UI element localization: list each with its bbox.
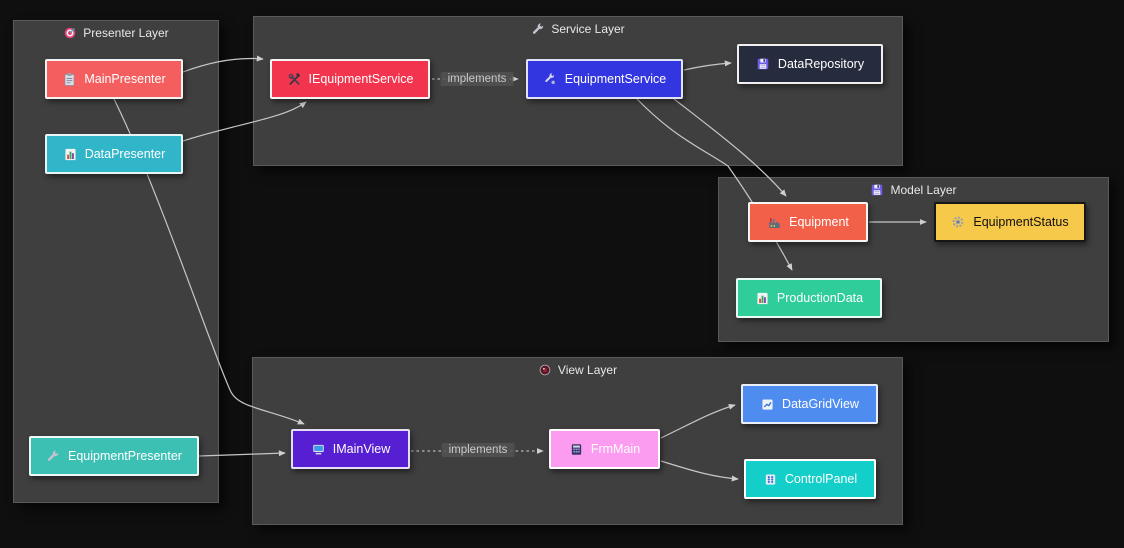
node-label: ProductionData: [776, 291, 864, 305]
bar-chart-icon: [755, 291, 770, 306]
edge-EquipmentPresenter-to-IMainView: [198, 450, 286, 457]
node-datapresenter[interactable]: DataPresenter: [45, 134, 183, 174]
gear-icon: [951, 215, 966, 230]
node-productiondata[interactable]: ProductionData: [736, 278, 882, 318]
layer-title-label: Model Layer: [890, 183, 957, 197]
eye-icon: [538, 363, 552, 377]
wrench-icon: [46, 449, 61, 464]
node-label: IEquipmentService: [308, 72, 414, 86]
node-datagridview[interactable]: DataGridView: [741, 384, 878, 424]
edge-EquipmentService-to-DataRepository: [683, 60, 732, 71]
node-equipmentstatus[interactable]: EquipmentStatus: [934, 202, 1086, 242]
node-label: DataGridView: [782, 397, 859, 411]
layer-title-label: Presenter Layer: [83, 26, 169, 40]
clipboard-icon: [62, 72, 77, 87]
layer-title-service: Service Layer: [254, 22, 902, 36]
node-mainpresenter[interactable]: MainPresenter: [45, 59, 183, 99]
control-knobs-icon: [763, 472, 778, 487]
node-equipment[interactable]: Equipment: [748, 202, 868, 242]
node-label: EquipmentStatus: [973, 215, 1069, 229]
edge-label-IMainView-to-FrmMain: implements: [441, 443, 515, 457]
edge-label-IEquipmentService-to-EquipmentService: implements: [440, 72, 514, 86]
node-frmmain[interactable]: FrmMain: [549, 429, 660, 469]
node-label: EquipmentService: [564, 72, 667, 86]
node-iequipmentservice[interactable]: IEquipmentService: [270, 59, 430, 99]
node-label: DataPresenter: [84, 147, 166, 161]
hammer-wrench-icon: [287, 72, 302, 87]
layer-title-label: View Layer: [557, 363, 618, 377]
edge-FrmMain-to-DataGridView: [660, 403, 736, 439]
trend-chart-icon: [760, 397, 775, 412]
layer-title-presenter: Presenter Layer: [14, 26, 218, 40]
factory-icon: [767, 215, 782, 230]
node-equipmentservice[interactable]: EquipmentService: [526, 59, 683, 99]
node-label: Equipment: [789, 215, 849, 229]
edge-FrmMain-to-ControlPanel: [660, 460, 739, 482]
edge-EquipmentService-to-ProductionData: [636, 98, 793, 271]
monitor-icon: [311, 442, 326, 457]
window-form-icon: [569, 442, 584, 457]
node-controlpanel[interactable]: ControlPanel: [744, 459, 876, 499]
layer-group-presenter: Presenter Layer: [13, 20, 219, 503]
layer-title-label: Service Layer: [551, 22, 625, 36]
node-imainview[interactable]: IMainView: [291, 429, 410, 469]
tool-icon: [543, 72, 558, 87]
node-label: FrmMain: [590, 442, 641, 456]
edge-MainPresenter-to-IEquipmentService: [182, 55, 264, 73]
layer-title-view: View Layer: [253, 363, 902, 377]
node-label: EquipmentPresenter: [68, 449, 182, 463]
target-icon: [63, 26, 77, 40]
node-datarepository[interactable]: DataRepository: [737, 44, 883, 84]
edge-DataPresenter-to-IEquipmentService: [182, 101, 307, 142]
layer-title-model: Model Layer: [719, 183, 1108, 197]
node-label: ControlPanel: [784, 472, 858, 486]
floppy-icon: [870, 183, 884, 197]
edge-EquipmentService-to-Equipment: [673, 98, 787, 197]
node-label: MainPresenter: [84, 72, 166, 86]
floppy-icon: [756, 57, 771, 72]
node-label: IMainView: [332, 442, 391, 456]
node-equipmentpresenter[interactable]: EquipmentPresenter: [29, 436, 199, 476]
node-label: DataRepository: [777, 57, 865, 71]
wrench-icon: [531, 22, 545, 36]
edge-MainPresenter-to-IMainView: [113, 98, 305, 425]
bar-chart-icon: [63, 147, 78, 162]
